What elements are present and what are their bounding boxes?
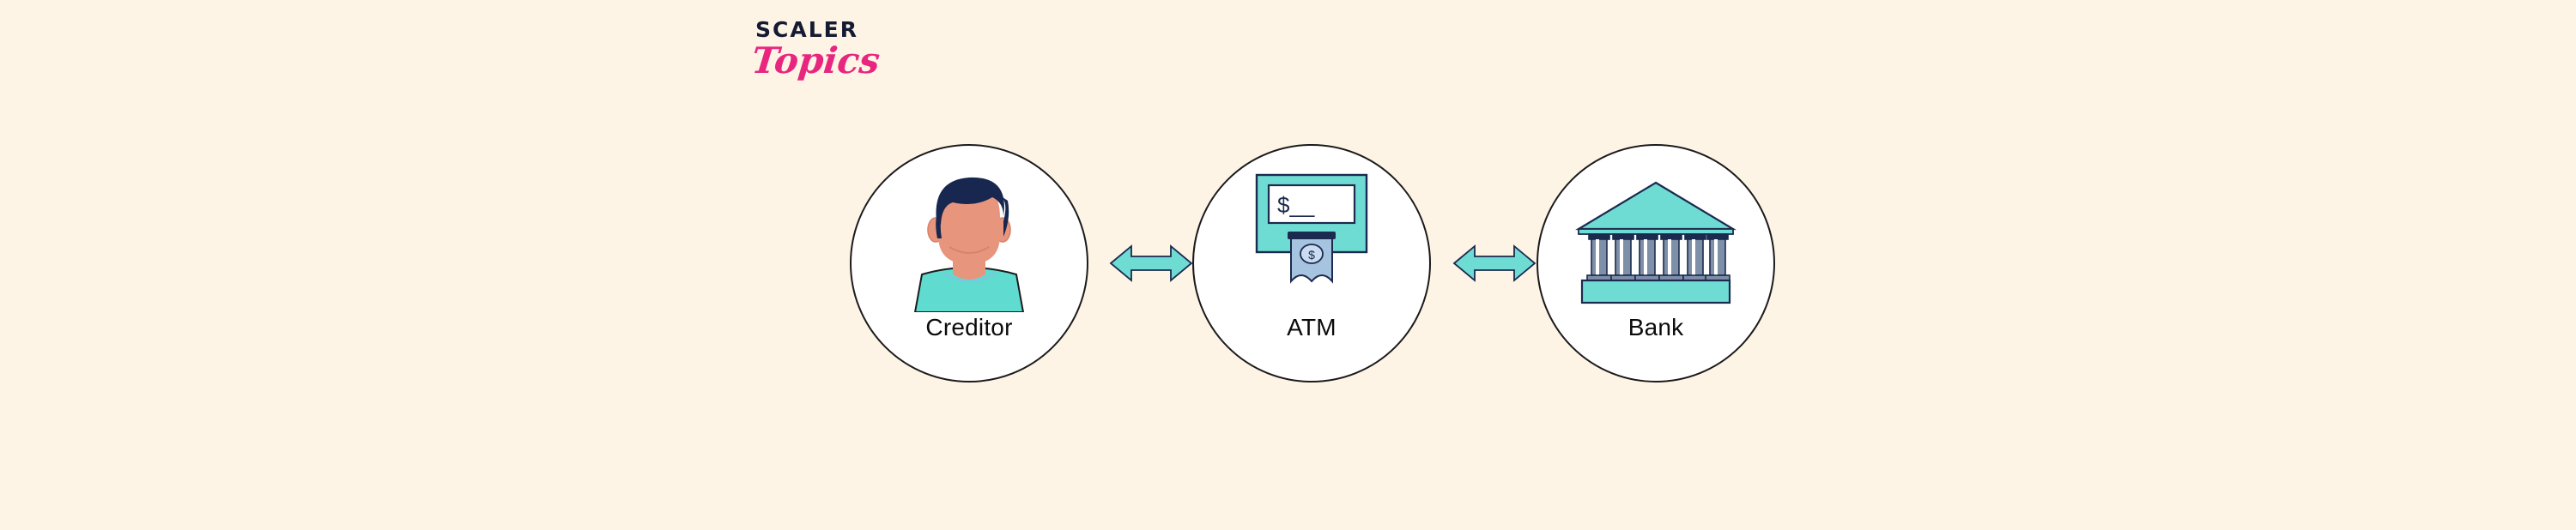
logo-topics-text: Topics [749,39,882,81]
diagram-node-creditor[interactable]: Creditor [850,144,1088,382]
atm-screen-amount-text: $__ [1277,192,1315,218]
bank-building-icon [1537,166,1775,314]
atm-machine-icon: $__ $ [1192,166,1431,314]
double-arrow-atm-bank [1452,239,1537,287]
scaler-topics-logo: SCALER Topics [749,17,908,113]
double-arrow-creditor-atm [1109,239,1193,287]
person-avatar-icon [850,166,1088,314]
diagram-node-atm[interactable]: $__ $ ATM [1192,144,1431,382]
svg-text:$: $ [1308,248,1315,262]
logo-scaler-text: SCALER [755,17,858,42]
node-label-bank: Bank [1627,314,1684,340]
node-label-creditor: Creditor [925,314,1013,340]
diagram-node-bank[interactable]: Bank [1537,144,1775,382]
node-label-atm: ATM [1287,314,1336,340]
